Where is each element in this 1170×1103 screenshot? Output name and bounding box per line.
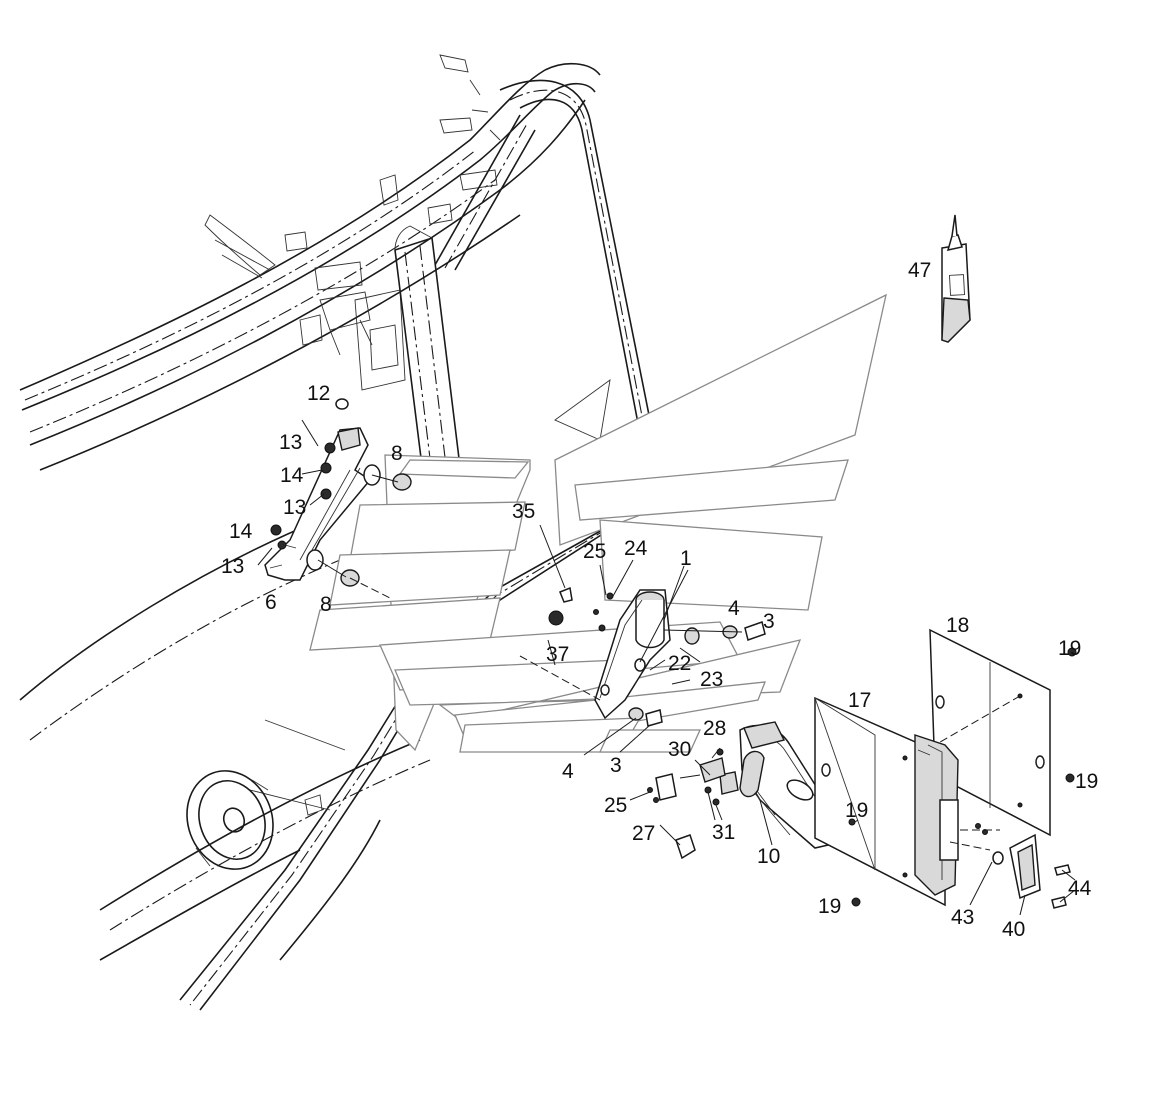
callout-31: 31 <box>712 821 735 844</box>
cab-roof-frame <box>19 54 601 471</box>
callout-8: 8 <box>320 593 332 616</box>
callout-25: 25 <box>604 794 627 817</box>
callout-27: 27 <box>632 822 655 845</box>
callout-13: 13 <box>221 555 244 578</box>
callout-30: 30 <box>668 738 691 761</box>
callout-25: 25 <box>583 540 606 563</box>
callout-labels: 47 12 13 14 13 8 14 13 6 8 35 25 24 1 4 … <box>221 259 1098 941</box>
callout-43: 43 <box>951 906 974 929</box>
callout-1: 1 <box>680 547 692 570</box>
callout-47: 47 <box>908 259 931 282</box>
callout-19: 19 <box>818 895 841 918</box>
callout-37: 37 <box>546 643 569 666</box>
latch-assembly <box>848 647 1077 909</box>
callout-3: 3 <box>763 610 775 633</box>
callout-13: 13 <box>283 496 306 519</box>
callout-24: 24 <box>624 537 648 560</box>
round-lamp <box>186 770 274 870</box>
hinge-leaf <box>519 586 766 727</box>
callout-4: 4 <box>728 597 740 620</box>
callout-35: 35 <box>512 500 535 523</box>
sealant-tube <box>941 214 971 343</box>
callout-14: 14 <box>280 464 304 487</box>
glass-panes <box>309 293 887 753</box>
callout-17: 17 <box>848 689 871 712</box>
callout-13: 13 <box>279 431 302 454</box>
callout-8: 8 <box>391 442 403 465</box>
callout-28: 28 <box>703 717 726 740</box>
cover-plate <box>929 628 1051 837</box>
callout-19: 19 <box>1058 637 1081 660</box>
callout-6: 6 <box>265 591 277 614</box>
callout-23: 23 <box>700 668 723 691</box>
callout-44: 44 <box>1068 877 1092 900</box>
callout-10: 10 <box>757 845 780 868</box>
callout-40: 40 <box>1002 918 1025 941</box>
callout-22: 22 <box>668 652 691 675</box>
callout-19: 19 <box>845 799 868 822</box>
panel-17 <box>814 696 946 907</box>
callout-18: 18 <box>946 614 969 637</box>
leader-lines <box>257 419 1076 916</box>
callout-3: 3 <box>610 754 622 777</box>
callout-4: 4 <box>562 760 574 783</box>
callout-14: 14 <box>229 520 253 543</box>
callout-19: 19 <box>1075 770 1098 793</box>
hinge-bracket-left <box>264 398 412 599</box>
callout-12: 12 <box>307 382 330 405</box>
